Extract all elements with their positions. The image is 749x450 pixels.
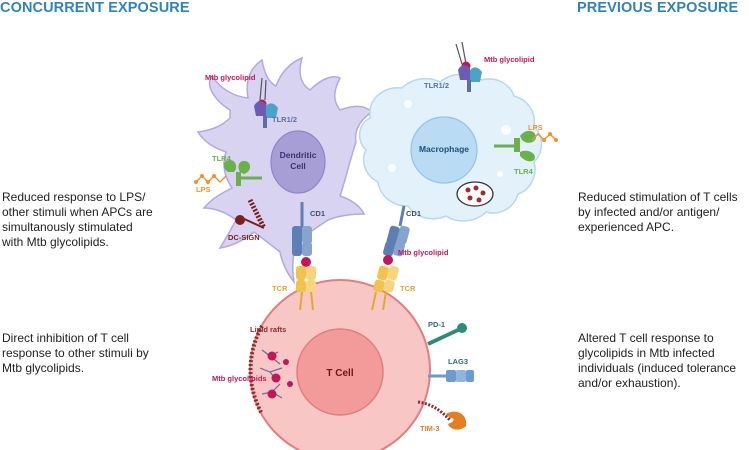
cd1-mac-icon: [383, 205, 410, 265]
dc-sign-icon: [235, 198, 267, 230]
label-mtb-glycolipid-dc: Mtb glycolipid: [205, 73, 256, 82]
heading-previous-exposure: PREVIOUS EXPOSURE: [577, 0, 739, 16]
label-dc-sign: DC-SIGN: [228, 233, 260, 242]
label-tcr-right: TCR: [400, 284, 416, 293]
label-pd1: PD-1: [428, 320, 445, 329]
dendritic-cell: [196, 56, 374, 285]
text-direct-inhibition: Direct inhibition of T cell response to …: [2, 331, 149, 375]
label-cd1-dc: CD1: [310, 209, 325, 218]
tcr-left-icon: [296, 266, 316, 311]
label-lps-dc: LPS: [196, 185, 211, 194]
label-mtb-glycolipid-mac: Mtb glycolipid: [484, 55, 535, 64]
macrophage-nucleus: [410, 116, 478, 184]
tim3-icon: [417, 400, 467, 430]
phagosome-icon: [456, 181, 494, 207]
raft-glycolipids-icon: [259, 349, 293, 399]
label-tim3: TIM-3: [420, 424, 440, 433]
label-cd1-mac: CD1: [406, 209, 421, 218]
label-tcr-left: TCR: [272, 284, 288, 293]
pd1-icon: [427, 323, 467, 346]
cd1-dc-icon: [292, 202, 312, 267]
label-lag3: LAG3: [448, 357, 468, 366]
label-dendritic: Dendritic: [280, 150, 317, 160]
lps-dc-icon: [194, 174, 227, 184]
label-tlr12-dc: TLR1/2: [272, 115, 297, 124]
label-macrophage: Macrophage: [419, 144, 469, 154]
tcr-right-icon: [371, 265, 399, 311]
text-reduced-response-lps: Reduced response to LPS/ other stimuli w…: [2, 190, 153, 249]
t-cell: [248, 279, 431, 450]
tlr4-dc-icon: [223, 160, 262, 186]
dendritic-cell-nucleus: [270, 130, 326, 194]
lps-mac-icon: [531, 132, 558, 142]
label-mtb-glycolipid-mid: Mtb glycolipid: [398, 248, 449, 257]
label-cell: Cell: [290, 161, 306, 171]
text-reduced-stimulation: Reduced stimulation of T cells by infect…: [578, 190, 738, 234]
label-t-cell: T Cell: [326, 368, 353, 379]
label-mtb-glycolipids: Mtb glycolipids: [212, 374, 267, 383]
tlr12-mac-icon: [455, 41, 482, 92]
tlr12-dc-icon: [254, 77, 278, 128]
macrophage: [358, 73, 543, 222]
label-lps-mac: LPS: [528, 123, 543, 132]
label-tlr4-dc: TLR4: [212, 154, 232, 163]
t-cell-nucleus: [296, 328, 384, 416]
text-altered-t-cell-response: Altered T cell response to glycolipids i…: [578, 331, 737, 390]
label-tlr12-mac: TLR1/2: [424, 81, 449, 90]
label-lipid-rafts: Lipid rafts: [250, 325, 286, 334]
label-tlr4-mac: TLR4: [514, 167, 534, 176]
heading-concurrent-exposure: CONCURRENT EXPOSURE: [0, 0, 190, 16]
lipid-raft-arc: [248, 325, 264, 415]
lag3-icon: [428, 370, 474, 382]
